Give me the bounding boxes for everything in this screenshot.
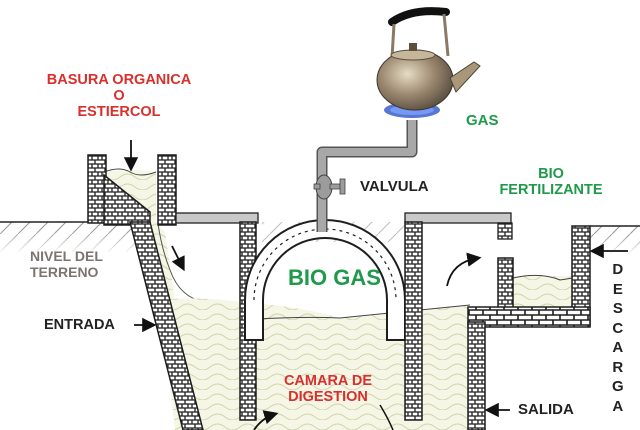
chamber-arrow-left bbox=[253, 410, 279, 430]
ground-level-label: NIVEL DEL TERRENO bbox=[30, 248, 103, 280]
slab-right bbox=[404, 212, 512, 224]
input-material-line-1: BASURA ORGANICA bbox=[46, 72, 192, 88]
outlet-label: SALIDA bbox=[518, 401, 574, 418]
inlet-flow-arrow bbox=[171, 245, 185, 272]
digestion-chamber-line-1: CAMARA DE bbox=[283, 373, 373, 389]
discharge-letter: G bbox=[612, 378, 624, 395]
inlet-label: ENTRADA bbox=[44, 317, 115, 333]
discharge-letter: A bbox=[612, 339, 624, 356]
digestion-chamber-line-2: DIGESTION bbox=[288, 389, 368, 406]
slab-left bbox=[175, 212, 259, 224]
discharge-letter: S bbox=[612, 300, 623, 317]
inlet-wall-slanted bbox=[129, 221, 204, 430]
discharge-letter: E bbox=[612, 280, 623, 298]
discharge-letter: A bbox=[612, 397, 624, 415]
outlet-riser bbox=[467, 321, 486, 430]
biogas-label: BIO GAS bbox=[288, 265, 381, 290]
chamber-arrow-right bbox=[379, 404, 394, 430]
valve-label: VALVULA bbox=[360, 178, 429, 195]
kettle-icon bbox=[376, 7, 481, 118]
digestion-chamber-label: CAMARA DE DIGESTION bbox=[268, 373, 388, 405]
ground-level-line-2: TERRENO bbox=[30, 263, 99, 280]
input-material-line-2: O bbox=[113, 88, 125, 105]
outflow-arrow bbox=[446, 252, 482, 287]
discharge-letter: R bbox=[612, 358, 624, 376]
input-material-label: BASURA ORGANICA O ESTIERCOL bbox=[24, 72, 214, 121]
outlet-slurry bbox=[513, 276, 573, 312]
ground-level-line-1: NIVEL DEL bbox=[30, 248, 103, 264]
valve-icon[interactable] bbox=[313, 174, 346, 200]
discharge-letter: C bbox=[612, 319, 624, 337]
discharge-label: D E S C A R G A bbox=[612, 260, 624, 416]
inlet-wall-right-top bbox=[157, 154, 177, 226]
input-material-line-3: ESTIERCOL bbox=[77, 104, 161, 121]
chamber-slurry bbox=[160, 298, 470, 430]
discharge-letter: D bbox=[612, 261, 624, 278]
biofertilizer-line-2: FERTILIZANTE bbox=[499, 182, 603, 199]
chamber-wall-right bbox=[404, 221, 423, 421]
gas-pipe bbox=[316, 120, 418, 232]
biofertilizer-line-1: BIO bbox=[538, 166, 564, 182]
outlet-wall-inner bbox=[497, 257, 514, 311]
biofertilizer-label: BIO FERTILIZANTE bbox=[486, 166, 616, 198]
outlet-floor bbox=[467, 306, 591, 328]
gas-label: GAS bbox=[466, 112, 499, 129]
